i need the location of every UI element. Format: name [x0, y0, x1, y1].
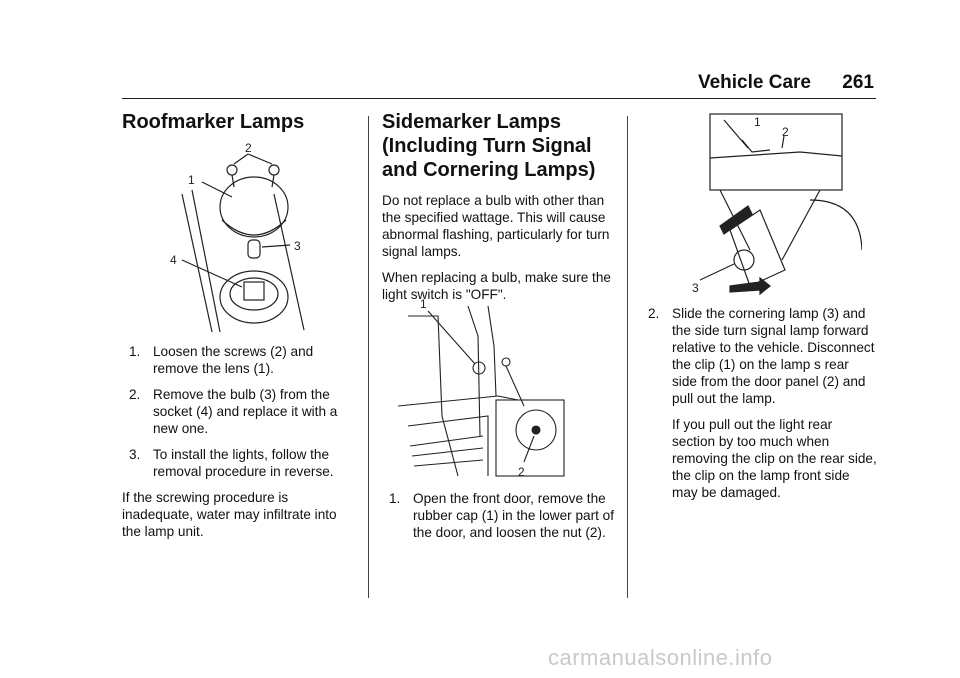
door-illustration: 1 2 [398, 297, 565, 479]
roofmarker-text: 1.Loosen the screws (2) and remove the l… [122, 343, 354, 549]
page-header: Vehicle Care 261 [698, 72, 874, 94]
watermark: carmanualsonline.info [548, 645, 773, 670]
sidemarker-steps-block: 1.Open the front door, remove the rubber… [382, 490, 614, 550]
door-figure-label-1: 1 [420, 297, 427, 311]
roof-figure-label-2: 2 [245, 142, 252, 155]
list-item: 1.Open the front door, remove the rubber… [389, 491, 614, 540]
roof-figure-label-3: 3 [294, 239, 301, 253]
sidemarker-paragraph-1: Do not replace a bulb with other than th… [382, 193, 610, 259]
header-rule [122, 98, 876, 99]
column-roofmarker: Roofmarker Lamps [122, 110, 354, 134]
cornering-lamp-illustration: 1 2 3 [692, 113, 862, 296]
column-divider-2 [627, 116, 628, 598]
cornering-lamp-text: 2.Slide the cornering lamp (3) and the s… [641, 305, 877, 501]
lamp-figure-label-3: 3 [692, 281, 699, 295]
cornering-steps: 2.Slide the cornering lamp (3) and the s… [641, 305, 877, 407]
roof-figure-label-1: 1 [188, 173, 195, 187]
lamp-figure-label-2: 2 [782, 125, 789, 139]
sidemarker-steps: 1.Open the front door, remove the rubber… [382, 490, 614, 541]
roofmarker-paragraph: If the screwing procedure is inadequate,… [122, 490, 337, 539]
section-heading-sidemarker: Sidemarker Lamps (Including Turn Signal … [382, 111, 596, 181]
sidemarker-paragraph-2: When replacing a bulb, make sure the lig… [382, 270, 611, 302]
page-number: 261 [842, 72, 874, 93]
cornering-note: If you pull out the light rear section b… [672, 417, 877, 500]
column-divider-1 [368, 116, 369, 598]
section-title: Vehicle Care [697, 72, 812, 93]
list-item: 2.Slide the cornering lamp (3) and the s… [648, 306, 875, 406]
section-heading-roofmarker: Roofmarker Lamps [122, 111, 305, 133]
column-sidemarker: Sidemarker Lamps (Including Turn Signal … [382, 110, 614, 312]
list-item: 1.Loosen the screws (2) and remove the l… [129, 344, 314, 376]
roof-figure-label-4: 4 [170, 253, 177, 267]
list-item: 3.To install the lights, follow the remo… [129, 447, 334, 479]
list-item: 2.Remove the bulb (3) from the socket (4… [129, 387, 338, 436]
roofmarker-steps: 1.Loosen the screws (2) and remove the l… [122, 343, 354, 480]
lamp-figure-label-1: 1 [754, 115, 761, 129]
door-figure-label-2: 2 [518, 465, 525, 479]
roofmarker-lamp-illustration: 2 1 3 4 [170, 142, 305, 333]
